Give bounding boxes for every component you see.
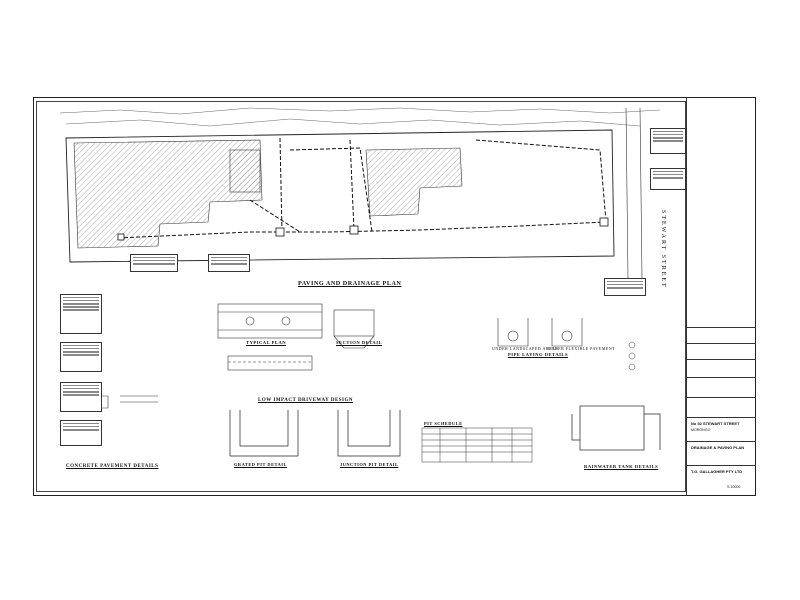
notes-box-3 [60,382,102,412]
drawing-title: DRAINAGE & PAVING PLAN [691,445,745,450]
plan-title: PAVING AND DRAINAGE PLAN [298,280,402,287]
flexible-label: UNDER FLEXIBLE PAVEMENT [548,346,616,351]
concrete-pavement-title: CONCRETE PAVEMENT DETAILS [66,464,159,469]
notes-box-2 [60,342,102,372]
pipe-laying-title: PIPE LAYING DETAILS [508,352,569,357]
notes-box-7 [650,128,686,154]
grated-pit-title: GRATED PIT DETAIL [234,462,287,467]
title-block: No 52 STEWART STREET MORONGO DRAINAGE & … [686,97,756,496]
notes-box-1 [60,294,102,334]
notes-box-5 [130,254,178,272]
rainwater-tank-title: RAINWATER TANK DETAILS [584,464,659,469]
project-name: No 52 STEWART STREET [691,421,740,426]
pit-schedule-title: PIT SCHEDULE [424,421,463,426]
notes-box-8 [650,168,686,190]
street-label: STEWART STREET [660,210,666,289]
notes-box-4 [60,420,102,446]
notes-box-9 [604,278,646,296]
junction-pit-title: JUNCTION PIT DETAIL [340,462,399,467]
drawing-area [36,101,686,492]
drawing-number: S.10000 [727,485,741,489]
landscaped-label: UNDER LANDSCAPED AREAS [492,346,559,351]
firm-name: T.G. GALLAGHER PTY LTD [691,469,743,474]
drawing-border [33,97,756,496]
notes-box-6 [208,254,250,272]
section-detail-title: SECTION DETAIL [336,340,383,345]
low-impact-title: LOW IMPACT DRIVEWAY DESIGN [258,398,354,403]
typical-plan-title: TYPICAL PLAN [246,340,287,345]
project-suburb: MORONGO [691,428,711,432]
